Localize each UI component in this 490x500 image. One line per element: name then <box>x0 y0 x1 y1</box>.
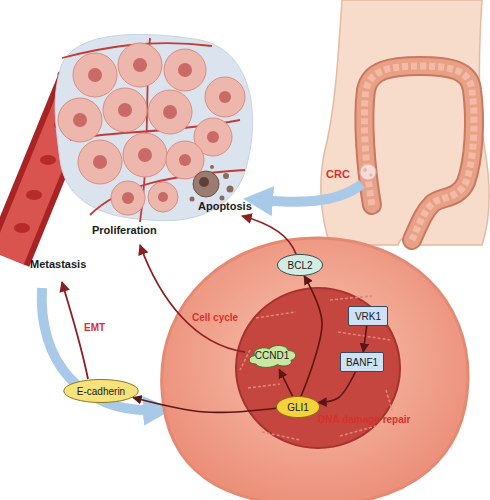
pathway-arrow <box>363 326 366 352</box>
node-label: GLI1 <box>287 402 309 413</box>
annotation-label: Proliferation <box>92 224 157 236</box>
annotation-label: DNA damage repair <box>318 414 410 425</box>
tumor-cells <box>58 43 245 215</box>
apoptotic-fragment <box>210 165 214 169</box>
apoptotic-fragment <box>223 173 229 179</box>
tumor-cluster-halo <box>55 34 253 220</box>
node-outline-shape <box>64 379 138 402</box>
cell-nucleus <box>118 103 132 117</box>
node-outline-shape <box>277 254 322 275</box>
colon-tumor-spot <box>369 173 372 176</box>
annotation-label: CRC <box>326 168 350 180</box>
outcome-arrow <box>242 216 296 254</box>
pathway-arrow <box>318 372 355 402</box>
tumor-cell <box>148 182 178 212</box>
tumor-cell <box>123 133 167 177</box>
cell-nucleus <box>138 148 152 162</box>
colon-haustra <box>364 66 474 240</box>
annotation-label: Apoptosis <box>198 200 252 212</box>
red-blood-cell <box>14 223 30 233</box>
node-label: BANF1 <box>346 357 378 368</box>
node-outline-shape <box>249 345 296 367</box>
cell-nucleus <box>163 105 177 119</box>
pathway-arrow <box>133 397 276 412</box>
red-blood-cell <box>26 190 42 200</box>
cancer-cell <box>162 238 468 500</box>
tumor-cell <box>148 90 192 134</box>
node-label: VRK1 <box>355 311 381 322</box>
protein-box: VRK1 <box>348 306 388 326</box>
colon-tumor <box>360 164 376 180</box>
tumor-cell <box>118 43 162 87</box>
protein-ellipse: GLI1 <box>276 396 320 418</box>
cell-nucleus <box>122 192 134 204</box>
protein-ellipse: BCL2 <box>277 254 323 276</box>
apoptotic-fragment <box>227 186 234 193</box>
cell-nucleus <box>88 68 102 82</box>
node-label: CCND1 <box>255 350 289 361</box>
colon-tumor-spot <box>363 168 367 172</box>
annotation-label: Cell cycle <box>192 312 238 323</box>
tumor-cell <box>58 98 102 142</box>
apoptotic-fragment <box>220 196 225 201</box>
red-blood-cell <box>40 155 56 165</box>
annotation-label: EMT <box>84 322 105 333</box>
cell-nucleus <box>73 113 87 127</box>
tumor-cell <box>205 77 245 117</box>
apoptotic-nucleus <box>199 177 209 187</box>
protein-box: BANF1 <box>340 352 384 372</box>
apoptotic-cell <box>190 165 234 202</box>
protein-ellipse: E-cadherin <box>63 379 139 403</box>
apoptotic-fragment <box>190 197 195 202</box>
tumor-cell <box>78 140 122 184</box>
pathway-arrow <box>301 276 322 396</box>
cell-nucleus <box>178 63 192 77</box>
flow-arrow <box>258 184 362 202</box>
tumor-cell <box>103 88 147 132</box>
tumor-cell <box>111 181 145 215</box>
colon-outline <box>364 66 474 240</box>
cell-nucleus <box>158 192 168 202</box>
flow-arrow <box>42 288 158 410</box>
node-label: BCL2 <box>287 260 312 271</box>
pathway-arrow <box>279 369 292 396</box>
apoptotic-body <box>193 171 219 197</box>
cell-nucleus <box>207 131 219 143</box>
node-label: E-cadherin <box>77 386 125 397</box>
outcome-arrow <box>140 245 245 352</box>
torso-body <box>321 0 489 245</box>
cell-nucleus <box>219 91 231 103</box>
cell-nucleus <box>133 58 147 72</box>
annotation-label: Metastasis <box>30 258 86 270</box>
tumor-cell <box>164 49 206 91</box>
cell-nucleus <box>179 154 191 166</box>
cell-nucleus <box>93 155 107 169</box>
node-outline-shape <box>276 396 319 417</box>
protein-cloud: CCND1 <box>245 340 299 370</box>
tumor-cell <box>73 53 117 97</box>
colon-tube <box>364 66 474 240</box>
